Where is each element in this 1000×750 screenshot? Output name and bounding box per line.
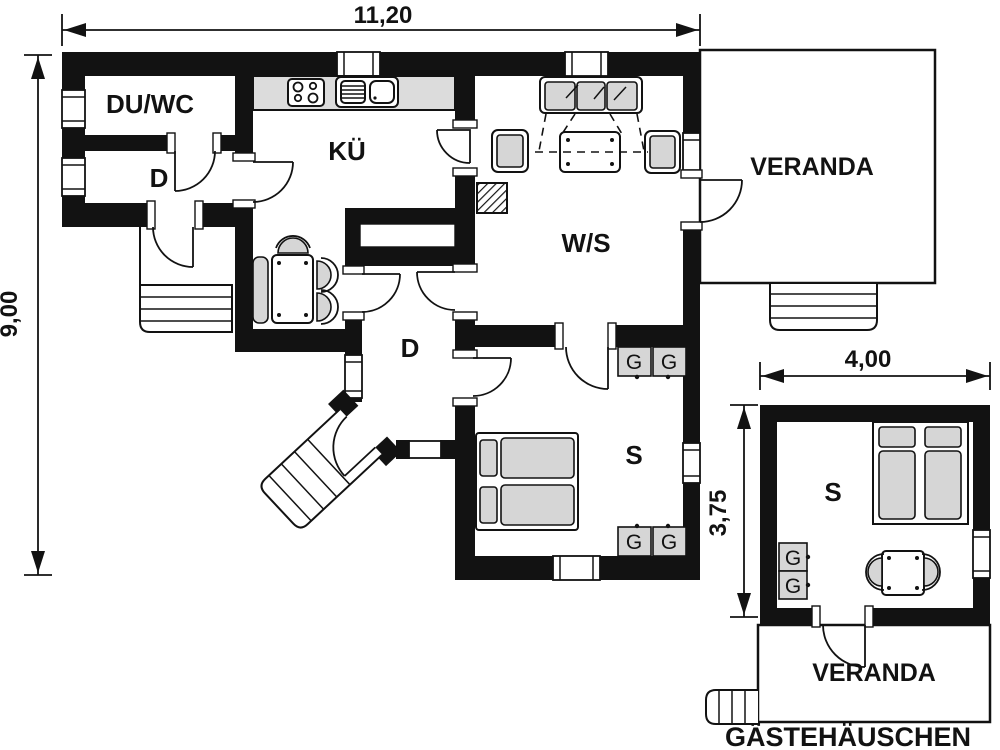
dimension-guest-height: 3,75 [705,404,758,618]
armchair-right [644,130,681,174]
veranda-main: VERANDA [698,48,937,331]
window-s-east [682,442,701,484]
sofa [539,76,643,114]
label-hall-2: D [401,333,420,363]
armchair-left [491,129,529,173]
kitchen-counter [252,75,456,111]
guest-table [881,550,925,596]
window-guest-east [972,529,991,579]
guest-twin-beds [872,421,969,525]
dimension-guest-width: 4,00 [759,346,991,390]
bench [252,256,269,324]
chair-top [275,235,311,254]
guest-chair-left [865,553,885,591]
door-hall-ws [416,263,478,321]
dining-table [271,254,314,324]
living-room [476,76,681,214]
door-kitchen-ws [436,119,478,177]
door-entry [332,415,376,477]
door-duwc [166,132,222,192]
wardrobe-label: G [661,531,677,554]
window-ws-north [564,51,609,77]
window-hall2-west [344,354,363,399]
chair-right-1 [316,257,339,293]
wardrobe-label: G [785,547,801,570]
window-s-south [552,555,601,581]
window-hall1-west [61,157,86,197]
dining-area [252,235,339,325]
door-porch [146,200,204,268]
wardrobe-label: G [661,351,677,374]
entry-stairs [260,389,402,529]
window-kitchen-north [336,51,381,77]
dim-guest-height-value: 3,75 [705,490,732,537]
double-bed [475,432,579,531]
wardrobe-label: G [626,531,642,554]
door-hall-bedroom [452,349,512,407]
door-guest [811,605,874,668]
door-kitchen-west [232,152,294,209]
wardrobe-pair-bottom: G G [617,523,687,557]
guest-wardrobes: G G [778,542,811,600]
doors [146,119,743,407]
guest-furniture: G G [778,421,969,600]
label-guest-house: GÄSTEHÄUSCHEN [725,722,971,750]
stove [287,78,325,107]
label-living-sleeping: W/S [561,228,610,258]
guest-veranda: VERANDA [705,623,992,725]
door-ws-veranda [680,169,743,231]
window-duwc-west [61,89,86,129]
label-bedroom-guest: S [824,477,841,507]
label-bedroom-main: S [625,440,642,470]
window-entry-sidelight [408,440,442,459]
chair-right-2 [316,289,339,325]
bedroom-main: G G G G [475,346,687,557]
entry-stair-outline [260,408,383,529]
dimension-main-width: 11,20 [61,2,701,46]
coffee-table [559,131,621,173]
dimension-main-height: 9,00 [0,54,52,576]
dim-main-width-value: 11,20 [354,2,413,29]
label-hall-1: D [150,163,169,193]
label-shower-wc: DU/WC [106,89,194,119]
sofa-bed-outline [538,113,645,152]
sink [335,76,399,108]
porch-main [139,227,233,333]
wardrobe-pair-top: G G [617,346,687,380]
label-kitchen: KÜ [328,136,366,166]
door-ws-bedroom [554,322,617,390]
veranda-main-label: VERANDA [750,153,874,181]
wardrobe-label: G [785,575,801,598]
door-hall-dining [342,265,401,321]
dim-main-height-value: 9,00 [0,291,23,338]
windows [61,51,701,581]
veranda-guest-label: VERANDA [812,659,936,687]
dim-guest-width-value: 4,00 [845,346,892,373]
guest-house-walls [760,405,990,625]
room-labels: DU/WC D KÜ W/S D S S GÄSTEHÄUSCHEN [106,89,971,750]
guest-chair-right [921,553,941,591]
wardrobe-label: G [626,351,642,374]
fireplace-stove [476,182,508,214]
